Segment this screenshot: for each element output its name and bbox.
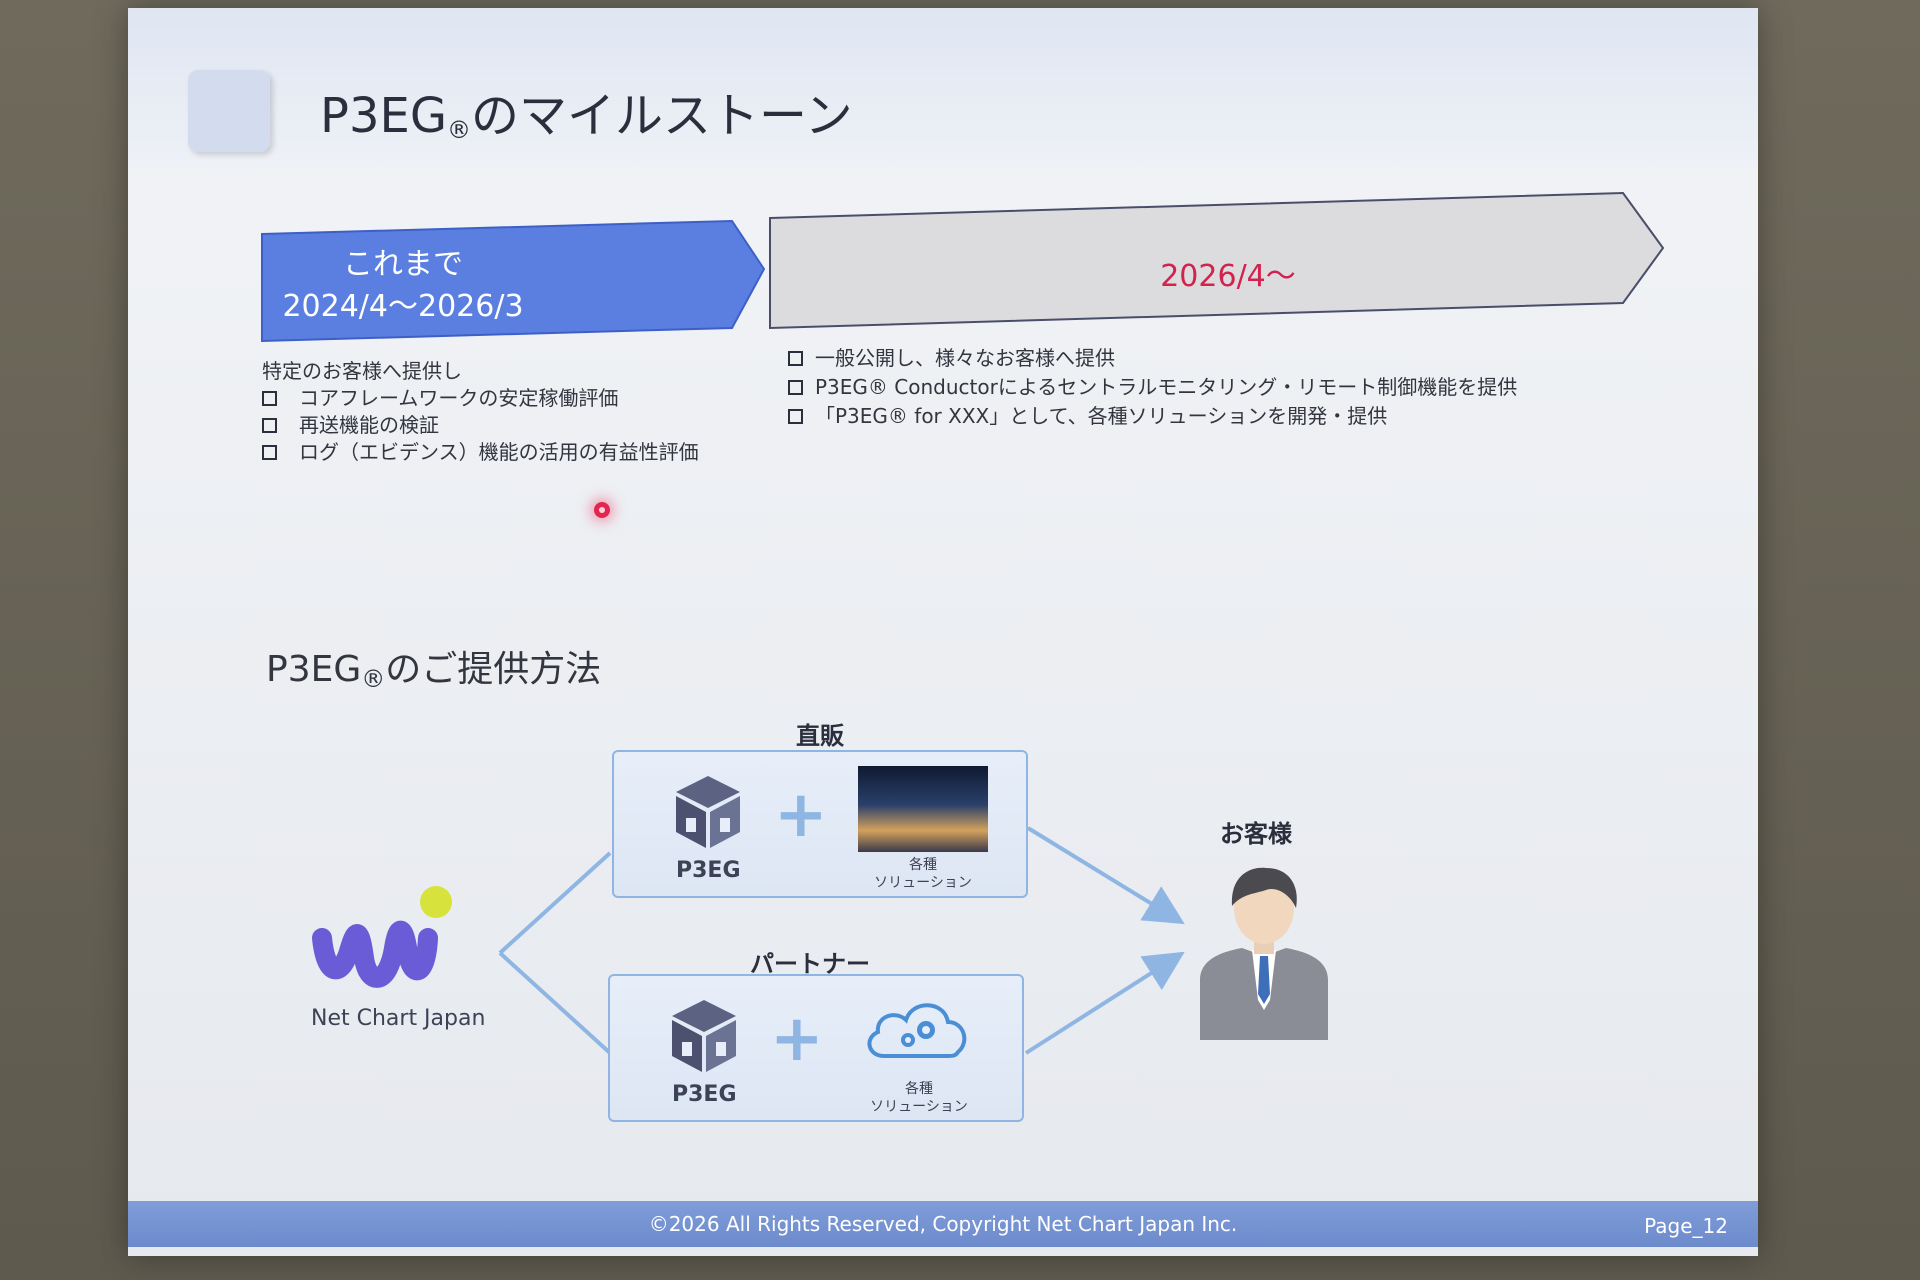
connector-partner-to-customer: [1024, 951, 1185, 1055]
plus-icon: +: [770, 1002, 824, 1076]
timeline-future-label: 2026/4～: [1160, 259, 1296, 294]
timeline-past-label: これまで 2024/4～2026/3: [238, 244, 568, 328]
p3eg-logo-icon: [672, 1000, 736, 1072]
timeline-past-line2: 2024/4～2026/3: [282, 289, 524, 324]
slide-title: P3EG®のマイルストーン: [320, 76, 853, 146]
section-title-main: P3EG: [266, 649, 362, 690]
connector-direct-to-customer: [1026, 826, 1185, 925]
slide: P3EG®のマイルストーン これまで 2024/4～2026/3 2026/4～…: [128, 8, 1758, 1256]
slide-title-main: P3EG: [320, 88, 448, 144]
list-item: 一般公開し、様々なお客様へ提供: [788, 344, 1517, 373]
solutions-label: 各種 ソリューション: [870, 1081, 968, 1115]
page-number: Page_12: [1644, 1214, 1728, 1238]
cloud-gear-icon: [867, 1003, 967, 1058]
p3eg-logo-icon: [676, 776, 740, 848]
past-list: 特定のお客様へ提供し コアフレームワークの安定稼働評価 再送機能の検証 ログ（エ…: [262, 358, 699, 466]
p3eg-product-name: P3EG: [672, 1082, 737, 1107]
connector-company-to-direct: [498, 851, 612, 955]
city-skyline-image: [858, 766, 988, 852]
section-title-reg: ®: [361, 665, 386, 693]
laser-pointer-dot: [594, 502, 610, 518]
section-title-rest: のご提供方法: [385, 649, 602, 690]
plus-icon: +: [774, 778, 828, 852]
timeline-arrows: [261, 191, 1665, 343]
direct-sales-label: 直販: [796, 722, 844, 750]
checkbox-square-icon: [788, 351, 803, 366]
timeline-arrow-past: [261, 219, 766, 343]
title-decoration: [188, 70, 270, 152]
past-list-intro: 特定のお客様へ提供し: [262, 359, 462, 383]
direct-sales-box: P3EG + 各種 ソリューション: [612, 750, 1028, 898]
title-band: [128, 8, 1758, 168]
checkbox-square-icon: [788, 380, 803, 395]
list-item: コアフレームワークの安定稼働評価: [262, 385, 699, 412]
p3eg-product-name: P3EG: [676, 858, 741, 883]
future-list: 一般公開し、様々なお客様へ提供 P3EG® Conductorによるセントラルモ…: [788, 344, 1517, 431]
list-item: 「P3EG® for XXX」として、各種ソリューションを開発・提供: [788, 402, 1517, 431]
slide-title-rest: のマイルストーン: [471, 88, 853, 144]
customer-label: お客様: [1220, 820, 1292, 848]
partner-label: パートナー: [750, 950, 870, 978]
partner-box: P3EG + 各種 ソリューション: [608, 974, 1024, 1122]
flow-connectors: [498, 826, 1185, 1055]
slide-title-reg: ®: [447, 116, 472, 144]
businessman-icon: [1200, 867, 1328, 1040]
section-title: P3EG®のご提供方法: [266, 640, 601, 693]
list-item: 再送機能の検証: [262, 412, 699, 439]
checkbox-square-icon: [262, 418, 277, 433]
list-item: P3EG® Conductorによるセントラルモニタリング・リモート制御機能を提…: [788, 373, 1517, 402]
list-item: ログ（エビデンス）機能の活用の有益性評価: [262, 439, 699, 466]
connector-company-to-partner: [498, 951, 612, 1055]
checkbox-square-icon: [788, 409, 803, 424]
timeline-arrow-future: [769, 191, 1665, 330]
footer: ©2026 All Rights Reserved, Copyright Net…: [128, 1201, 1758, 1247]
checkbox-square-icon: [262, 391, 277, 406]
solutions-label: 各種 ソリューション: [874, 857, 972, 891]
footer-copyright: ©2026 All Rights Reserved, Copyright Net…: [648, 1212, 1238, 1236]
net-chart-japan-logo-icon: [312, 886, 452, 988]
timeline-past-line1: これまで: [343, 247, 463, 282]
company-name: Net Chart Japan: [311, 1006, 486, 1031]
checkbox-square-icon: [262, 445, 277, 460]
